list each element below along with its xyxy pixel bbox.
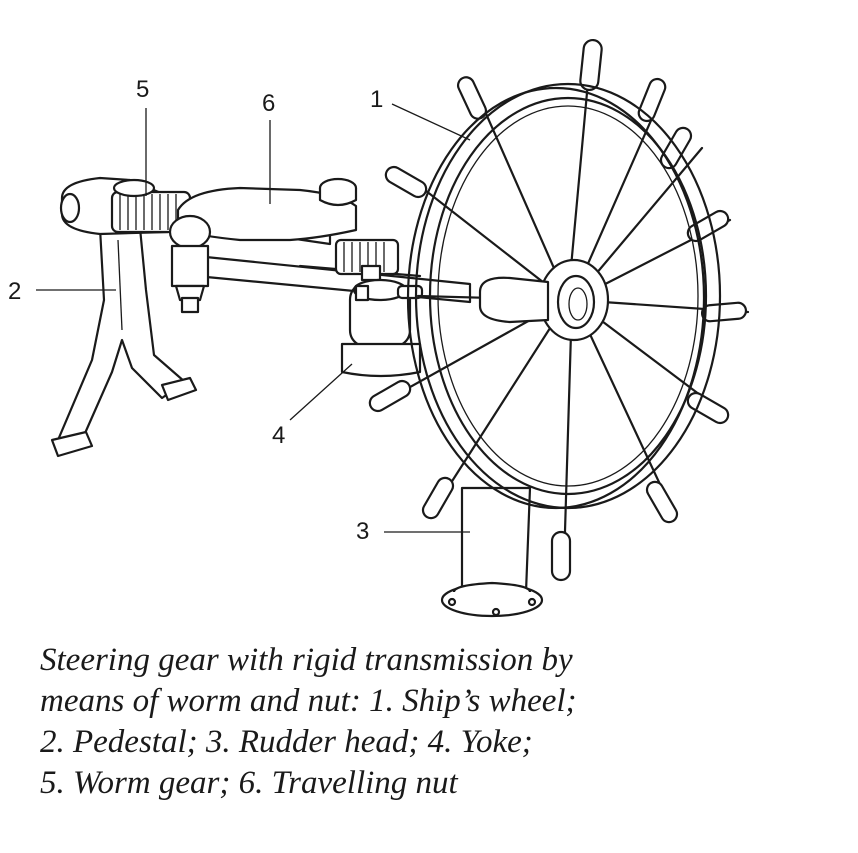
wheel-hub [478, 258, 610, 342]
callout-1-ships-wheel: 1 [370, 86, 384, 113]
callout-5-worm-gear: 5 [136, 76, 150, 103]
figure-caption: Steering gear with rigid transmission by… [40, 640, 840, 804]
yoke [340, 278, 424, 378]
callout-6-travelling-nut: 6 [262, 90, 276, 117]
caption-line-3: 2. Pedestal; 3. Rudder head; 4. Yoke; [40, 724, 533, 760]
travelling-nut [168, 177, 358, 314]
rudder-head [440, 486, 544, 618]
callout-2-pedestal: 2 [8, 278, 22, 305]
pedestal [50, 226, 198, 458]
leader-lines [36, 103, 471, 533]
worm-gear [110, 178, 192, 234]
callout-3-rudder-head: 3 [356, 518, 370, 545]
steering-gear-drawing [36, 38, 750, 618]
caption-line-1: Steering gear with rigid transmission by [40, 642, 573, 678]
caption-line-2: means of worm and nut: 1. Ship’s wheel; [40, 683, 577, 719]
worm-gear-right [334, 238, 400, 282]
ships-wheel [368, 38, 750, 582]
caption-line-4: 5. Worm gear; 6. Travelling nut [40, 765, 458, 801]
callout-4-yoke: 4 [272, 422, 286, 449]
